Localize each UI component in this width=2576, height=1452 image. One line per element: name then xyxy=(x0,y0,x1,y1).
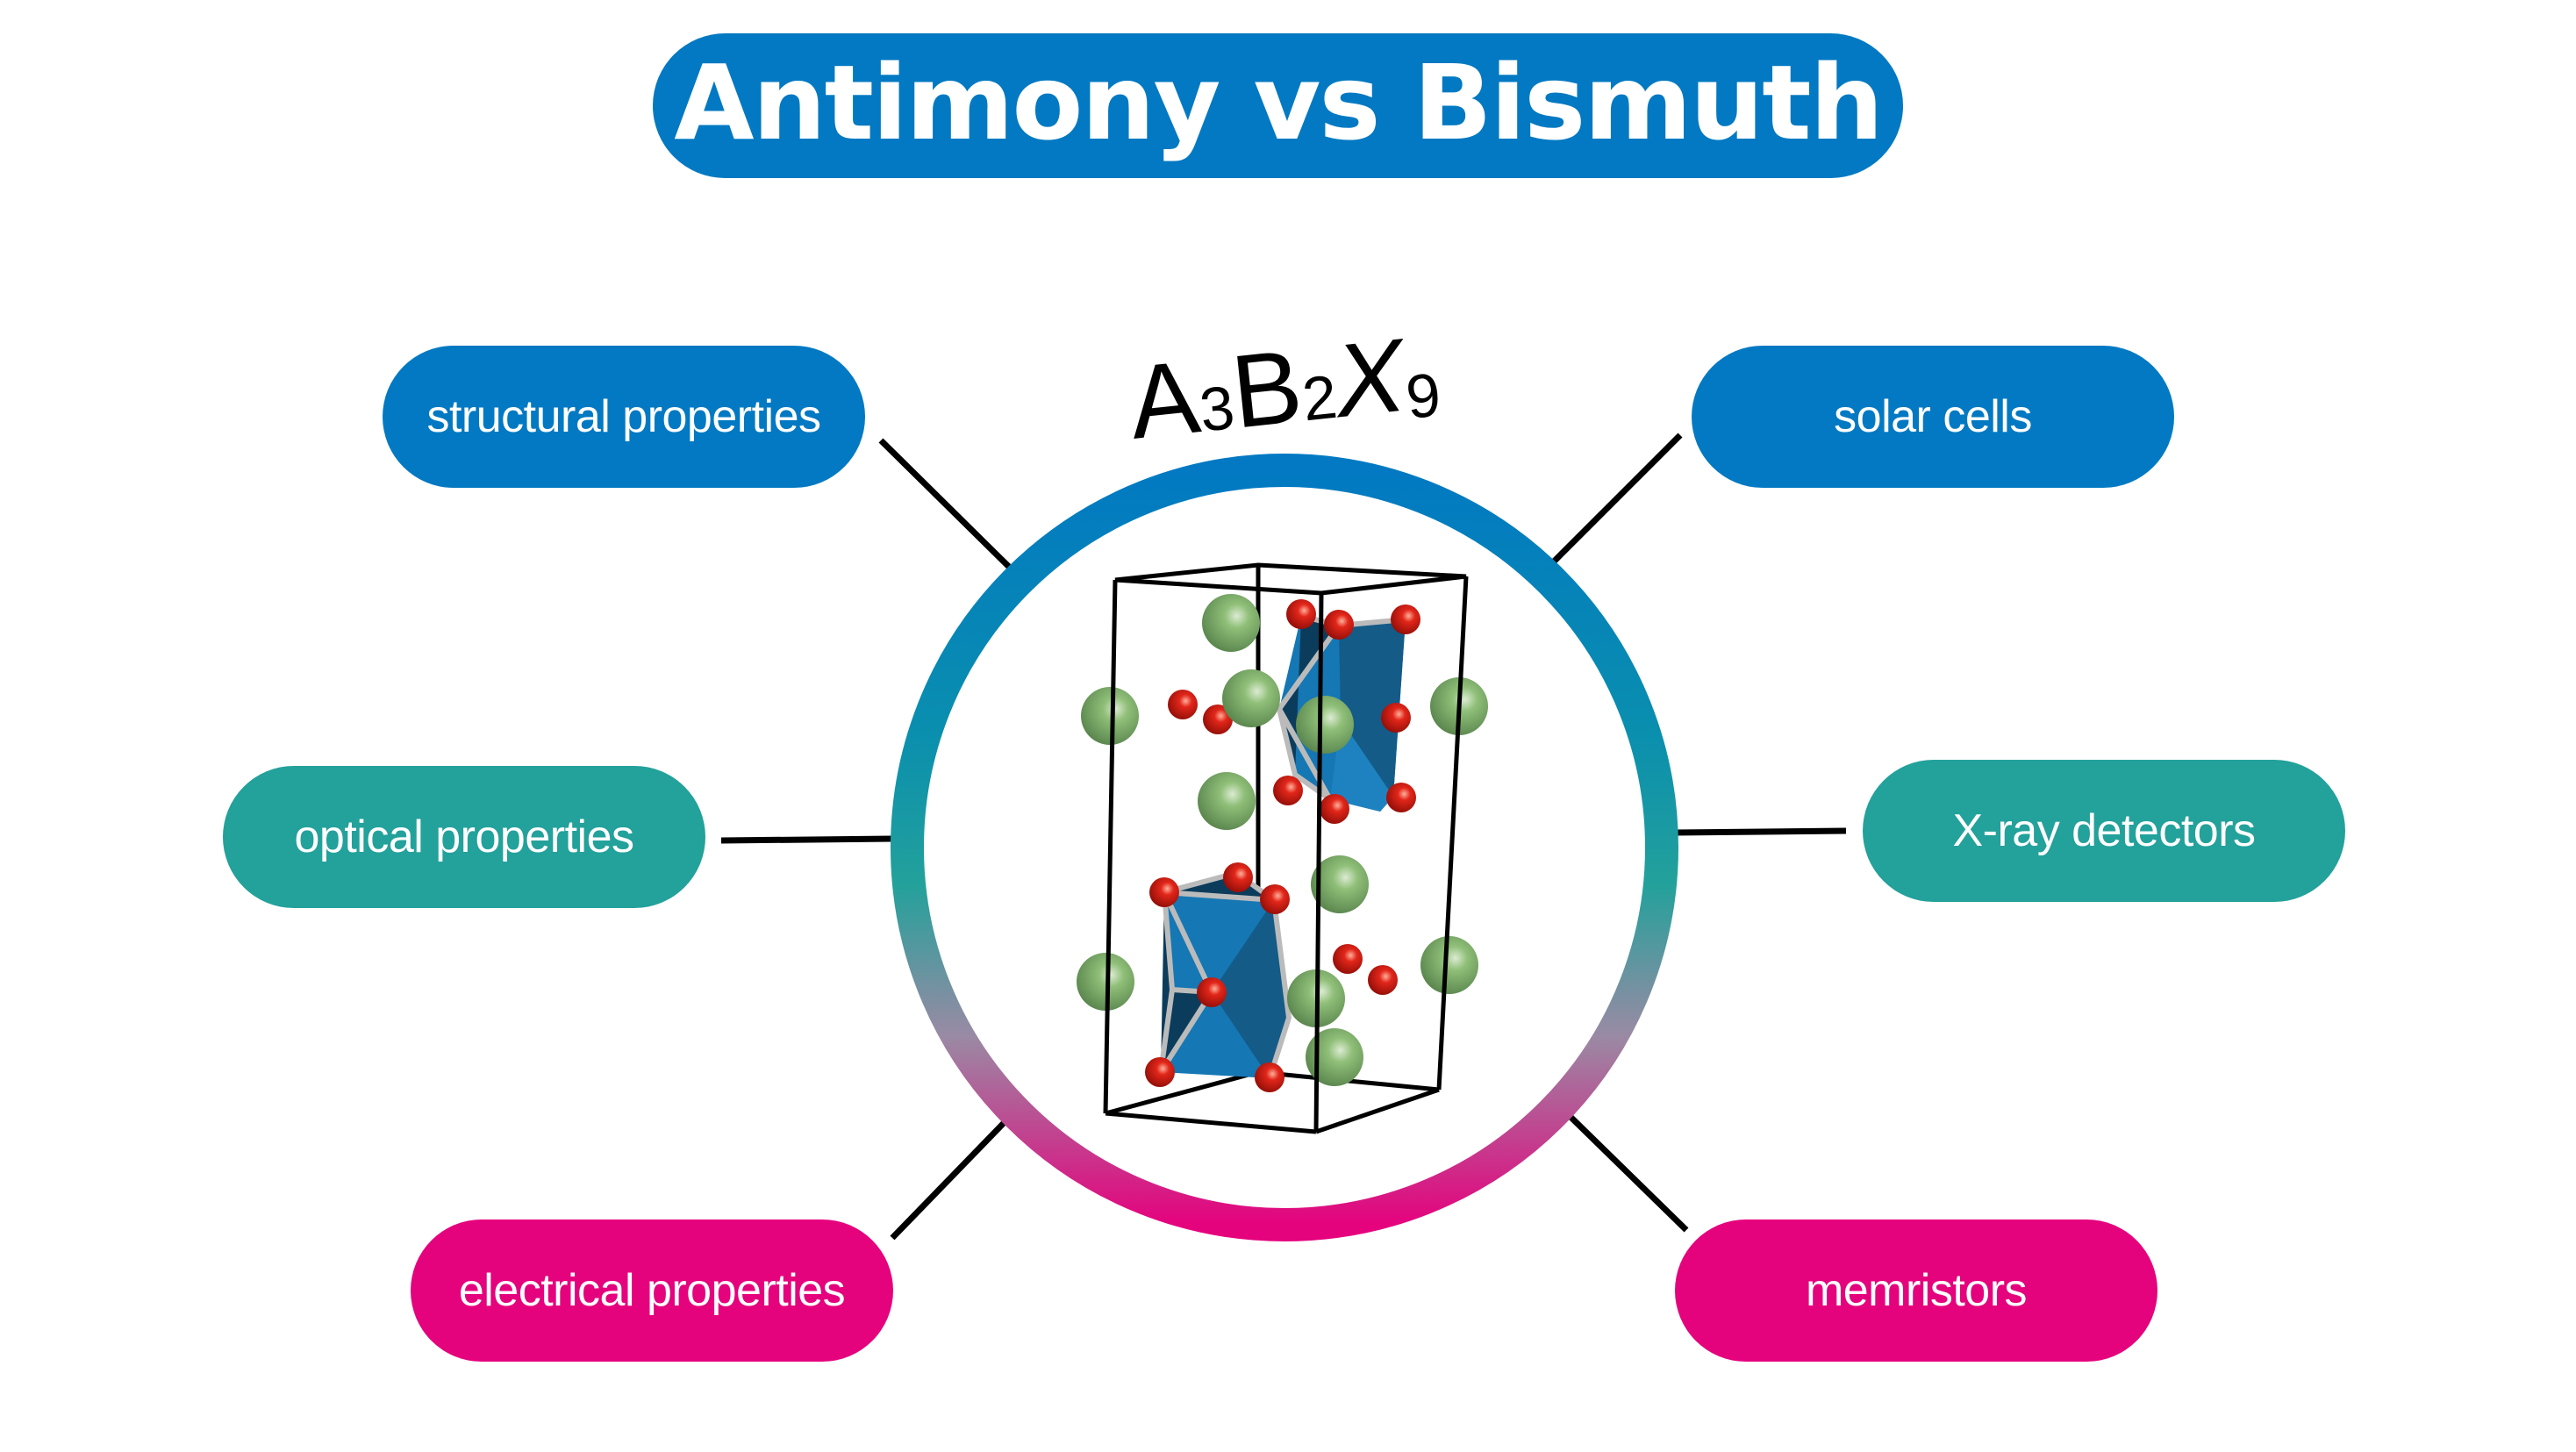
unit-cell-front xyxy=(1103,562,1469,1134)
red-atom xyxy=(1255,1062,1284,1092)
svg-text:A3B2X9: A3B2X9 xyxy=(1124,314,1444,461)
pill-label: electrical properties xyxy=(458,1265,846,1316)
green-atom xyxy=(1311,855,1369,913)
red-atom xyxy=(1286,599,1316,629)
red-atom xyxy=(1386,783,1416,812)
formula-9: 9 xyxy=(1403,360,1444,432)
formula-label: A3B2X9 xyxy=(1124,314,1444,461)
octahedron-lower xyxy=(1158,869,1292,1079)
red-atom xyxy=(1333,944,1363,974)
red-atom xyxy=(1149,877,1179,907)
red-atom xyxy=(1273,776,1303,805)
formula-3: 3 xyxy=(1197,373,1238,445)
pill-xray-detectors[interactable]: X-ray detectors xyxy=(1863,760,2345,902)
crystal-structure-icon xyxy=(1077,562,1488,1134)
connector-memristors xyxy=(1568,1114,1689,1233)
connector-lines xyxy=(720,433,1847,1241)
green-atom xyxy=(1306,1028,1363,1086)
red-atom xyxy=(1203,705,1233,734)
pill-label: memristors xyxy=(1805,1265,2028,1316)
green-atom xyxy=(1222,669,1280,727)
green-atom xyxy=(1420,936,1478,994)
pill-label: optical properties xyxy=(294,812,635,862)
red-atom xyxy=(1368,965,1398,995)
red-atom xyxy=(1324,610,1354,640)
pill-label: solar cells xyxy=(1834,391,2032,442)
green-atom xyxy=(1081,687,1139,745)
pill-label: X-ray detectors xyxy=(1952,805,2256,856)
title-banner: Antimony vs Bismuth xyxy=(653,33,1903,178)
formula-X: X xyxy=(1327,317,1413,440)
central-ring xyxy=(891,454,1678,1241)
connector-electrical xyxy=(890,1120,1006,1241)
red-atom xyxy=(1168,690,1198,719)
connector-xray xyxy=(1674,827,1847,836)
connector-structural xyxy=(878,438,1013,571)
green-atom xyxy=(1077,953,1134,1011)
red-atom xyxy=(1197,977,1227,1007)
red-atom xyxy=(1391,604,1420,634)
green-atom xyxy=(1198,772,1256,830)
green-atom xyxy=(1202,594,1260,652)
connector-solar xyxy=(1548,433,1683,568)
pill-electrical-properties[interactable]: electrical properties xyxy=(411,1220,893,1362)
formula-A: A xyxy=(1124,339,1205,461)
red-atom xyxy=(1223,862,1253,892)
formula-2: 2 xyxy=(1299,362,1341,434)
pill-memristors[interactable]: memristors xyxy=(1675,1220,2157,1362)
red-atom xyxy=(1145,1057,1175,1087)
red-atom xyxy=(1320,794,1349,824)
green-atom xyxy=(1296,696,1354,754)
pill-optical-properties[interactable]: optical properties xyxy=(223,766,705,908)
atoms xyxy=(1077,594,1488,1092)
pill-structural-properties[interactable]: structural properties xyxy=(383,346,865,488)
connector-optical xyxy=(720,835,893,844)
formula-B: B xyxy=(1227,328,1307,451)
pill-label: structural properties xyxy=(426,391,821,442)
pill-solar-cells[interactable]: solar cells xyxy=(1692,346,2174,488)
page-title: Antimony vs Bismuth xyxy=(674,41,1883,163)
red-atom xyxy=(1260,884,1290,914)
red-atom xyxy=(1381,703,1411,733)
